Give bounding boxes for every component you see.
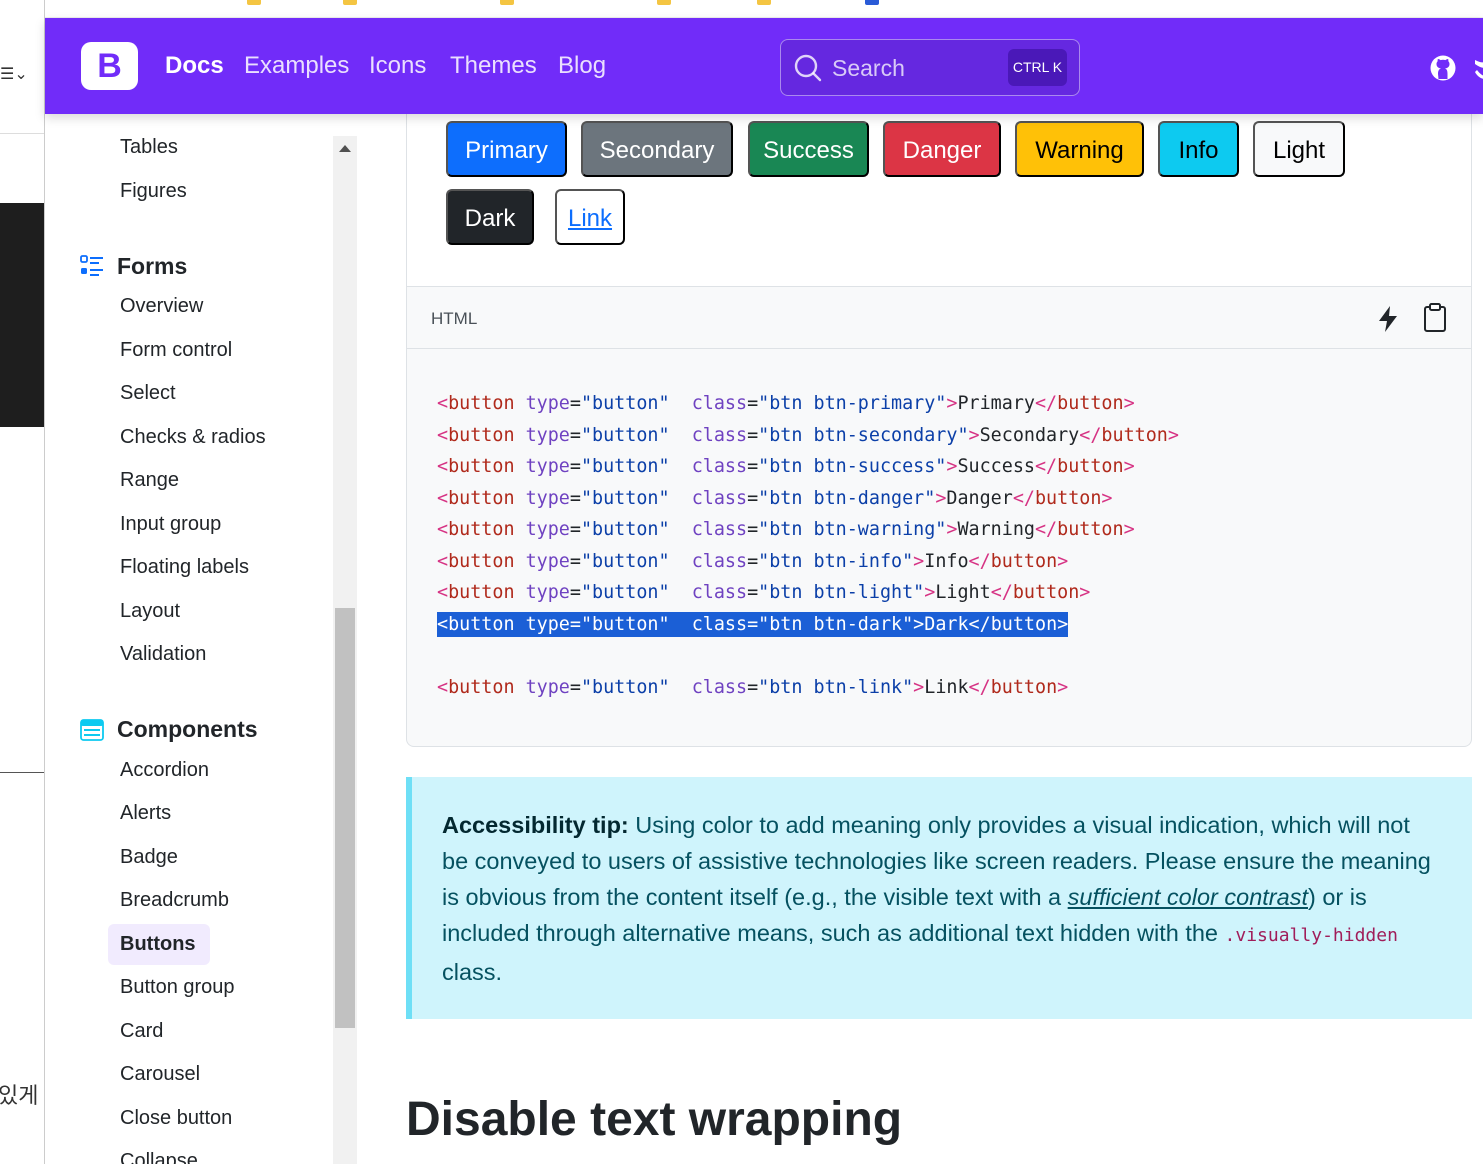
callout-text: Accessibility tip: Using color to add me… bbox=[442, 807, 1442, 990]
btn-secondary[interactable]: Secondary bbox=[581, 121, 733, 177]
sidebar-item-overview[interactable]: Overview bbox=[120, 295, 204, 317]
bookmark-icon[interactable] bbox=[343, 0, 357, 5]
background-panel bbox=[0, 203, 44, 427]
sidebar-item-checks-radios[interactable]: Checks & radios bbox=[120, 426, 266, 448]
sidebar-item-floating-labels[interactable]: Floating labels bbox=[120, 556, 249, 578]
main-content: Primary Secondary Success Danger Warning… bbox=[357, 114, 1483, 1164]
btn-light[interactable]: Light bbox=[1253, 121, 1345, 177]
callout-text-3: class. bbox=[442, 959, 503, 985]
btn-primary[interactable]: Primary bbox=[446, 121, 567, 177]
bookmark-icon[interactable] bbox=[500, 0, 514, 5]
bookmark-icon[interactable] bbox=[757, 0, 771, 5]
sidebar-active-highlight bbox=[108, 924, 210, 965]
nav-link-blog[interactable]: Blog bbox=[558, 52, 607, 79]
twitter-icon[interactable] bbox=[1475, 54, 1483, 82]
sidebar-item-buttons[interactable]: Buttons bbox=[120, 933, 196, 955]
search-placeholder: Search bbox=[832, 55, 905, 81]
sidebar-heading-forms[interactable]: Forms bbox=[117, 253, 188, 279]
sufficient-contrast-link[interactable]: sufficient color contrast bbox=[1067, 884, 1308, 910]
sidebar-item-collapse[interactable]: Collapse bbox=[120, 1150, 198, 1164]
sidebar-item-input-group[interactable]: Input group bbox=[120, 513, 222, 535]
sidebar-item-form-control[interactable]: Form control bbox=[120, 339, 233, 361]
callout-strong: Accessibility tip: bbox=[442, 812, 629, 838]
background-text: 있게 bbox=[0, 1084, 39, 1109]
code-language-label: HTML bbox=[431, 309, 478, 328]
btn-info[interactable]: Info bbox=[1158, 121, 1239, 177]
code-line[interactable]: <button type="button" class="btn btn-war… bbox=[437, 519, 1135, 540]
menu-icon[interactable]: ☰⌄ bbox=[0, 64, 28, 83]
code-line[interactable]: <button type="button" class="btn btn-lig… bbox=[437, 582, 1091, 603]
btn-success[interactable]: Success bbox=[748, 121, 869, 177]
bookmark-icon[interactable] bbox=[657, 0, 671, 5]
sidebar-item-layout[interactable]: Layout bbox=[120, 600, 181, 622]
navbar: B Docs Examples Icons Themes Blog Search… bbox=[45, 18, 1483, 114]
sidebar-item-range[interactable]: Range bbox=[120, 469, 179, 491]
code-line[interactable]: <button type="button" class="btn btn-suc… bbox=[437, 456, 1135, 477]
clipboard-icon[interactable] bbox=[1421, 303, 1449, 333]
code-line[interactable]: <button type="button" class="btn btn-inf… bbox=[437, 551, 1069, 572]
code-block[interactable]: <button type="button" class="btn btn-pri… bbox=[406, 349, 1472, 747]
btn-danger[interactable]: Danger bbox=[883, 121, 1001, 177]
code-line[interactable]: <button type="button" class="btn btn-dar… bbox=[437, 612, 1069, 637]
divider bbox=[0, 772, 44, 773]
callout-text-2: ) or is included through alternative mea… bbox=[442, 884, 1367, 946]
sidebar: Tables Figures Forms Overview Form contr… bbox=[45, 114, 357, 1164]
bootstrap-logo[interactable]: B bbox=[81, 42, 138, 90]
btn-link[interactable]: Link bbox=[555, 189, 625, 245]
bookmark-icon[interactable] bbox=[865, 0, 879, 5]
scroll-up-arrow[interactable] bbox=[339, 145, 351, 152]
sidebar-scrollbar-thumb[interactable] bbox=[335, 608, 355, 1028]
btn-warning[interactable]: Warning bbox=[1015, 121, 1144, 177]
code-line[interactable]: <button type="button" class="btn btn-pri… bbox=[437, 393, 1135, 414]
nav-link-docs[interactable]: Docs bbox=[165, 52, 224, 79]
sidebar-item-select[interactable]: Select bbox=[120, 382, 176, 404]
menu-button-icon bbox=[80, 719, 104, 741]
sidebar-item-validation[interactable]: Validation bbox=[120, 643, 207, 665]
sidebar-item-accordion[interactable]: Accordion bbox=[120, 759, 209, 781]
search-icon bbox=[794, 54, 822, 82]
list-icon bbox=[80, 255, 103, 276]
sidebar-item-close-button[interactable]: Close button bbox=[120, 1107, 233, 1129]
sidebar-heading-components[interactable]: Components bbox=[117, 716, 258, 742]
section-heading: Disable text wrapping bbox=[406, 1093, 903, 1146]
background-window: ☰⌄ 있게 bbox=[0, 0, 45, 1164]
example-preview: Primary Secondary Success Danger Warning… bbox=[406, 114, 1472, 287]
btn-dark[interactable]: Dark bbox=[446, 189, 534, 245]
sidebar-item-carousel[interactable]: Carousel bbox=[120, 1063, 201, 1085]
search-shortcut: CTRL K bbox=[1008, 49, 1067, 86]
sidebar-item-breadcrumb[interactable]: Breadcrumb bbox=[120, 889, 229, 911]
visually-hidden-code: .visually-hidden bbox=[1224, 925, 1398, 946]
code-line[interactable]: <button type="button" class="btn btn-dan… bbox=[437, 488, 1113, 509]
sidebar-item-badge[interactable]: Badge bbox=[120, 846, 178, 868]
divider bbox=[0, 133, 44, 134]
github-icon[interactable] bbox=[1429, 54, 1457, 82]
code-line[interactable]: <button type="button" class="btn btn-lin… bbox=[437, 677, 1069, 698]
sidebar-item-tables[interactable]: Tables bbox=[120, 136, 178, 158]
bookmark-icon[interactable] bbox=[247, 0, 261, 5]
nav-link-themes[interactable]: Themes bbox=[450, 52, 537, 79]
callout-text-1: Using color to add meaning only provides… bbox=[442, 812, 1431, 910]
search-button[interactable]: Search CTRL K bbox=[780, 39, 1080, 96]
code-line[interactable]: <button type="button" class="btn btn-sec… bbox=[437, 425, 1179, 446]
sidebar-item-button-group[interactable]: Button group bbox=[120, 976, 235, 998]
sidebar-item-card[interactable]: Card bbox=[120, 1020, 164, 1042]
sidebar-item-alerts[interactable]: Alerts bbox=[120, 802, 172, 824]
sidebar-item-figures[interactable]: Figures bbox=[120, 180, 187, 202]
nav-link-examples[interactable]: Examples bbox=[244, 52, 350, 79]
bookmark-bar bbox=[45, 0, 1483, 18]
accessibility-callout: Accessibility tip: Using color to add me… bbox=[406, 777, 1472, 1019]
lightning-icon[interactable] bbox=[1375, 305, 1401, 333]
code-header: HTML bbox=[406, 286, 1472, 349]
nav-link-icons[interactable]: Icons bbox=[369, 52, 427, 79]
